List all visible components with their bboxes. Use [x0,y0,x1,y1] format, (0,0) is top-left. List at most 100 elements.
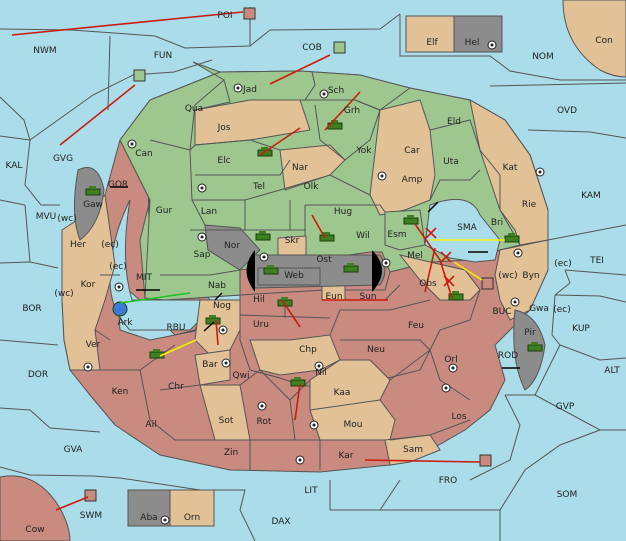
lake-west [109,199,206,331]
province-label-ec4: (ec) [553,305,571,315]
province-label-nar: Nar [292,163,308,173]
province-cow[interactable] [0,475,71,541]
province-label-kar: Kar [339,451,354,461]
province-label-rod: ROD [498,351,518,361]
province-label-pir: Pir [524,328,536,338]
province-label-sma: SMA [457,223,477,233]
province-orn[interactable] [169,489,215,527]
province-label-sap: Sap [194,250,211,260]
province-label-nwm: NWM [33,46,56,56]
supply-centers [83,40,545,525]
province-label-gvp: GVP [556,402,575,412]
province-label-kat: Kat [503,163,518,173]
province-label-elc: Elc [217,156,230,166]
province-label-jad: Jad [242,85,257,95]
province-label-gva: GVA [64,445,84,455]
province-label-ark: Ark [117,318,133,328]
province-label-uru: Uru [253,320,269,330]
province-label-feu: Feu [408,321,424,331]
province-label-bri: Bri [491,218,503,228]
province-label-ost: Ost [316,255,332,265]
province-label-rie: Rie [522,200,537,210]
province-label-sun: Sun [359,292,376,302]
province-mou[interactable] [309,399,396,441]
province-elf[interactable] [405,15,455,53]
province-label-chr: Chr [168,382,184,392]
army-units [85,120,543,387]
province-label-fro: FRO [439,476,458,486]
province-label-tei: TEI [589,256,604,266]
province-label-zin: Zin [224,448,238,458]
province-label-dor: DOR [28,370,48,380]
sea-borders [0,7,626,541]
province-label-con: Con [595,36,613,46]
province-label-aba: Aba [140,513,157,523]
province-label-mvu: MVU [36,212,57,222]
province-label-cow: Cow [25,525,44,535]
province-mel[interactable] [398,254,481,301]
province-label-kaa: Kaa [334,388,351,398]
province-label-gur: Gur [156,206,173,216]
orders [11,11,520,511]
province-label-nab: Nab [208,281,226,291]
province-label-neu: Neu [367,345,385,355]
province-label-orn: Orn [184,513,200,523]
province-label-wc3: (wc) [54,289,73,299]
province-label-rot: Rot [257,417,272,427]
province-label-fun: FUN [154,51,173,61]
fleet-units [84,7,494,502]
province-label-nog: Nog [213,301,231,311]
province-label-hil: Hil [253,295,265,305]
province-label-her: Her [70,240,86,250]
province-label-qua: Qua [185,104,203,114]
province-label-kor: Kor [81,280,96,290]
province-label-lan: Lan [201,207,217,217]
province-label-hug: Hug [334,207,352,217]
province-label-ken: Ken [112,387,129,397]
province-label-buc: BUC [492,307,511,317]
province-label-ec2: (ec) [109,262,127,272]
province-label-ec3: (ec) [554,259,572,269]
province-label-cob: COB [302,43,322,53]
province-label-grh: Grh [344,106,360,116]
province-label-can: Can [135,149,153,159]
province-label-eun: Eun [325,292,342,302]
province-label-poi: POI [217,11,232,21]
province-label-olk: Olk [304,182,320,192]
province-label-ec1: (ec) [101,240,119,250]
province-label-bar: Bar [202,360,218,370]
province-label-nor: Nor [224,241,240,251]
province-label-wc1: (wc) [57,214,76,224]
sea-sma[interactable] [424,198,501,263]
province-label-mel: Mel [407,251,423,261]
province-label-jos: Jos [217,123,231,133]
province-label-skr: Skr [285,236,300,246]
province-label-los: Los [451,412,466,422]
province-label-sot: Sot [219,416,234,426]
province-car[interactable] [369,99,436,216]
province-label-qwi: Qwi [233,371,250,381]
province-label-bor: BOR [22,304,41,314]
province-bar[interactable] [194,349,231,386]
province-con[interactable] [562,0,626,78]
province-label-tel: Tel [252,182,265,192]
province-label-car: Car [404,146,420,156]
province-label-kup: KUP [572,324,590,334]
province-label-chp: Chp [299,345,317,355]
province-label-som: SOM [557,490,578,500]
province-label-sch: Sch [328,86,344,96]
province-label-nom: NOM [532,52,554,62]
canal-end-west [246,250,255,292]
province-label-esm: Esm [387,230,406,240]
province-label-dax: DAX [271,517,290,527]
province-label-swm: SWM [80,511,102,521]
province-label-gor: GOR [108,180,128,190]
province-label-sam: Sam [403,445,423,455]
province-label-amp: Amp [402,175,423,185]
province-label-lit: LIT [304,486,318,496]
province-label-elf: Elf [426,38,438,48]
province-label-orl: Orl [444,355,457,365]
province-label-kam: KAM [581,191,601,201]
province-gaw[interactable] [73,167,105,241]
